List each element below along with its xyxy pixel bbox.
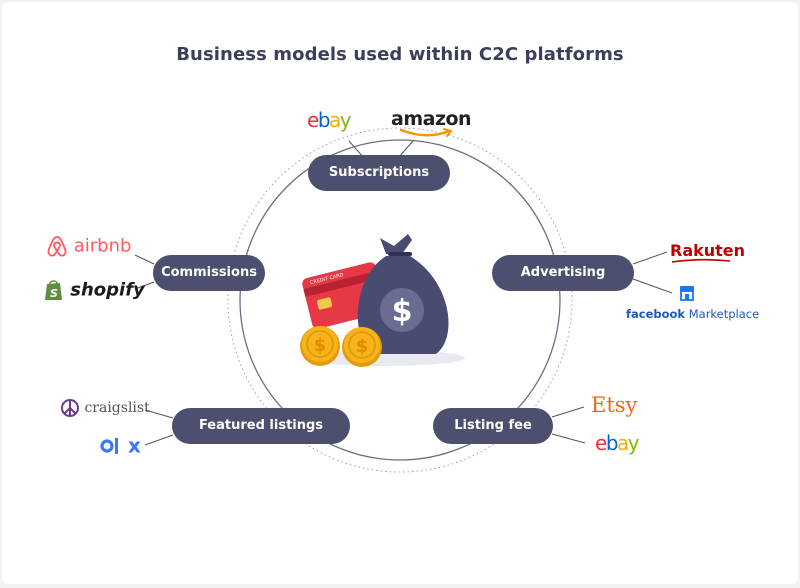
amazon-logo: amazon	[391, 108, 472, 137]
airbnb-logo: airbnb	[46, 234, 131, 258]
commissions-pill: Commissions	[153, 255, 265, 291]
craigslist-logo: craigslist	[60, 398, 150, 418]
svg-text:$: $	[356, 336, 369, 357]
central-ring	[239, 139, 561, 461]
coin-icon: $	[342, 327, 382, 367]
shopify-logo: S shopify	[44, 278, 145, 302]
etsy-logo: Etsy	[591, 393, 638, 417]
facebook-marketplace-logo: facebook Marketplace	[626, 307, 760, 321]
svg-text:$: $	[392, 294, 413, 329]
money-illustration: CREDIT CARD $ $ $	[300, 234, 465, 367]
olx-logo: x	[100, 432, 142, 458]
coin-icon: $	[300, 326, 340, 366]
advertising-pill: Advertising	[492, 255, 634, 291]
facebook-marketplace-icon	[678, 284, 696, 307]
dotted-ring	[227, 127, 573, 473]
money-bag-icon: $	[357, 234, 449, 354]
credit-card-icon: CREDIT CARD	[302, 262, 387, 329]
amazon-smile-icon	[399, 128, 453, 137]
ebay-logo-2: ebay	[595, 431, 640, 455]
svg-text:S: S	[50, 287, 58, 300]
page-title: Business models used within C2C platform…	[176, 44, 624, 65]
featured-listings-pill: Featured listings	[172, 408, 350, 444]
shopify-bag-icon: S	[45, 280, 62, 300]
listing-fee-pill: Listing fee	[433, 408, 553, 444]
airbnb-icon	[47, 236, 67, 257]
ebay-logo: ebay	[307, 108, 352, 132]
peace-icon	[61, 399, 79, 417]
olx-ol-icon	[100, 437, 118, 454]
rakuten-underline-icon	[671, 258, 731, 263]
svg-text:$: $	[314, 335, 327, 356]
subscriptions-pill: Subscriptions	[308, 155, 450, 191]
rakuten-logo: Rakuten	[670, 241, 745, 263]
